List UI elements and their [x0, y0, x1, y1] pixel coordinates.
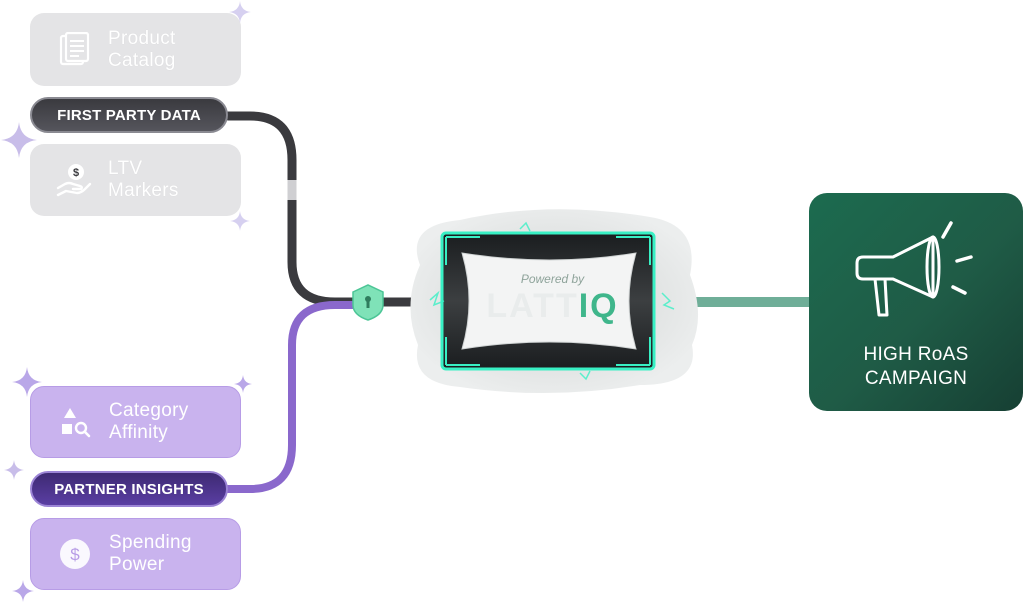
dollar-coin-icon: $ — [55, 534, 95, 574]
sparkle-icon — [1, 122, 37, 158]
card-label: LTV Markers — [108, 158, 179, 201]
sparkle-icon — [4, 460, 24, 480]
first-party-wire — [223, 111, 435, 307]
svg-text:$: $ — [73, 167, 79, 179]
pill-label: FIRST PARTY DATA — [57, 106, 201, 124]
high-roas-campaign-panel: HIGH RoAS CAMPAIGN — [809, 193, 1023, 411]
megaphone-icon — [855, 221, 973, 317]
sparkle-icon — [12, 367, 42, 397]
card-spending-power[interactable]: $ Spending Power — [30, 518, 241, 590]
hub-frame — [410, 209, 699, 394]
card-label: Spending Power — [109, 532, 192, 575]
card-label: Product Catalog — [108, 27, 176, 71]
svg-text:$: $ — [70, 545, 80, 564]
sparkle-icon — [229, 1, 251, 23]
sparkle-icon — [234, 375, 252, 393]
dollar-hand-icon: $ — [54, 160, 94, 200]
brand-logo: LATTIQ — [486, 287, 619, 325]
sparkle-icon — [230, 211, 250, 231]
pill-label: PARTNER INSIGHTS — [54, 480, 204, 498]
shapes-search-icon — [55, 402, 95, 442]
catalog-icon — [54, 30, 94, 70]
powered-by-label: Powered by — [520, 272, 585, 286]
latticeiq-hub: Powered by LATTIQ — [400, 205, 705, 395]
shield-lock-icon — [352, 284, 384, 321]
partner-wire — [224, 301, 364, 493]
pill-partner-insights[interactable]: PARTNER INSIGHTS — [30, 471, 228, 507]
campaign-label: HIGH RoAS CAMPAIGN — [863, 344, 969, 389]
card-product-catalog[interactable]: Product Catalog — [30, 13, 241, 86]
card-category-affinity[interactable]: Category Affinity — [30, 386, 241, 458]
sparkle-icon — [12, 580, 34, 602]
card-ltv-markers[interactable]: $ LTV Markers — [30, 144, 241, 216]
card-label: Category Affinity — [109, 400, 189, 443]
pill-first-party-data[interactable]: FIRST PARTY DATA — [30, 97, 228, 133]
